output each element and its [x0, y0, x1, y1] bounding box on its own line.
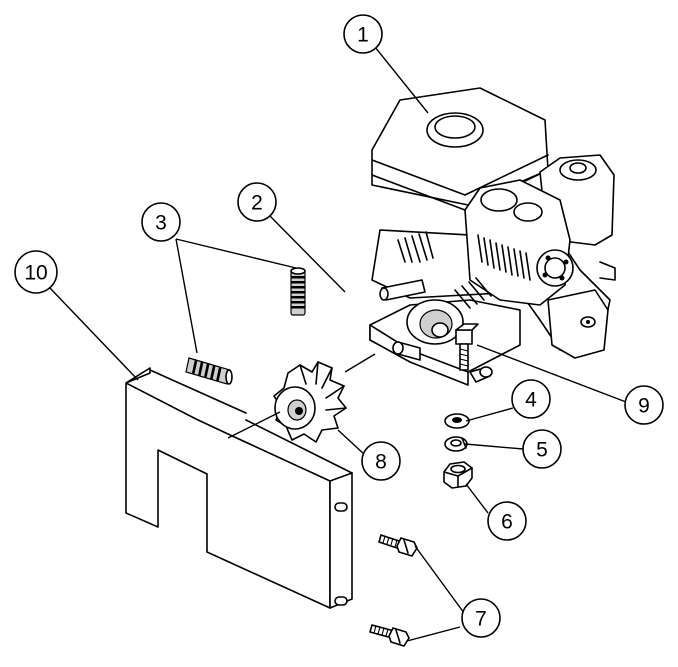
hex-nut-part-6 [443, 461, 473, 489]
housing-bolt-part-9 [455, 323, 479, 371]
set-screw-horizontal-part-3 [185, 357, 233, 385]
hex-bolt-upper-part-7 [378, 534, 418, 557]
callout-6: 6 [487, 501, 527, 541]
engine [371, 87, 616, 359]
callout-4-label: 4 [525, 389, 537, 412]
impeller-part-8 [273, 361, 347, 443]
callout-9-label: 9 [638, 395, 650, 418]
callout-10: 10 [14, 250, 58, 294]
callout-7: 7 [461, 598, 501, 638]
stud-bolt-part-2 [379, 279, 426, 301]
callout-2-label: 2 [251, 192, 263, 215]
hex-bolt-lower-part-7 [369, 624, 410, 647]
callout-5: 5 [522, 429, 562, 469]
callout-3-label: 3 [155, 212, 167, 235]
lock-washer-part-5 [444, 436, 468, 452]
callout-8: 8 [361, 441, 401, 481]
callout-10-label: 10 [24, 262, 47, 285]
set-screw-vertical-part-3 [290, 267, 306, 316]
callout-9: 9 [624, 385, 664, 425]
callout-1-label: 1 [357, 24, 369, 47]
callout-1: 1 [343, 14, 383, 54]
callout-6-label: 6 [501, 511, 513, 534]
callout-7-label: 7 [475, 608, 487, 631]
leader-lines [48, 46, 627, 642]
guard-plate [125, 367, 353, 609]
callout-2: 2 [237, 182, 277, 222]
callout-5-label: 5 [536, 439, 548, 462]
callout-8-label: 8 [375, 451, 387, 474]
pump-housing [369, 277, 521, 386]
callout-3: 3 [141, 202, 181, 242]
callout-4: 4 [511, 379, 551, 419]
flat-washer-part-4 [444, 413, 470, 429]
